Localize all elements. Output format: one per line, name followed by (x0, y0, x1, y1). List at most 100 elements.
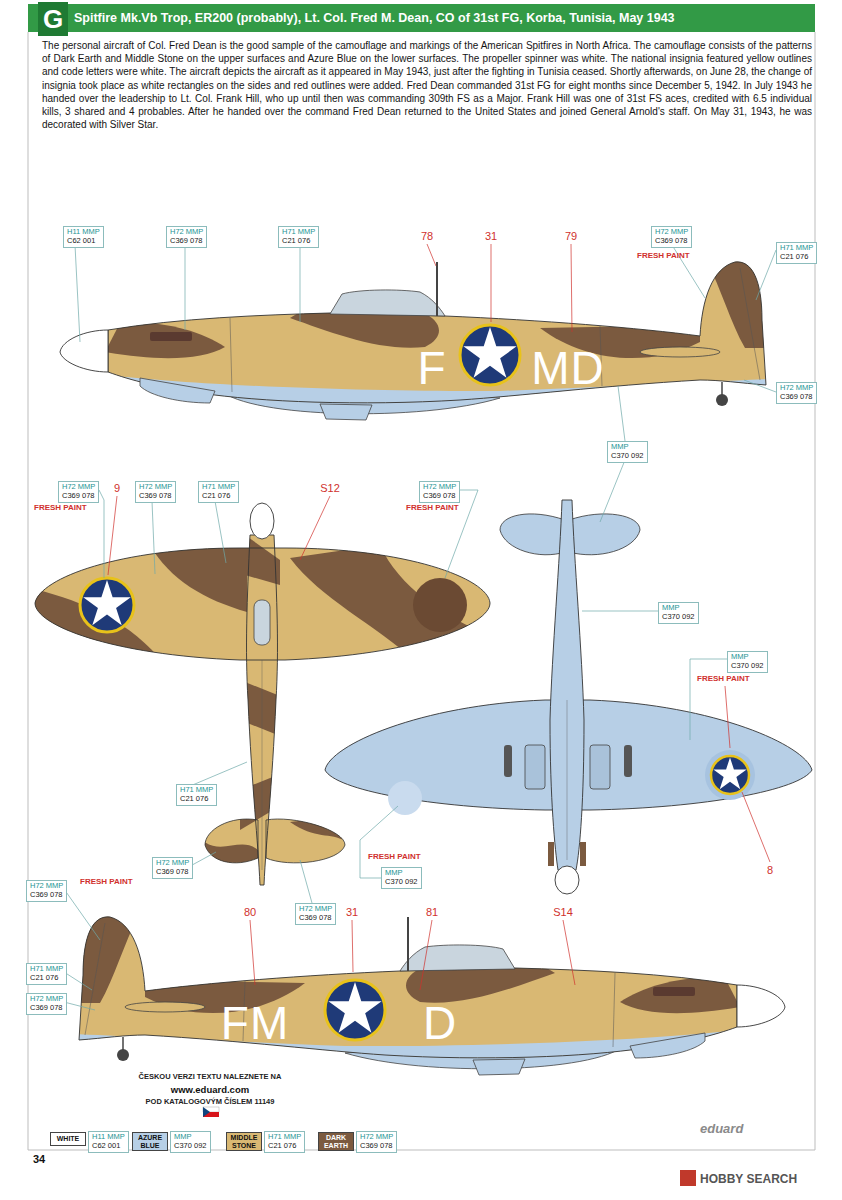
paint-code: C370 092 (611, 452, 644, 461)
paint-code: H72 MMP (655, 228, 688, 237)
paint-callout: H72 MMPC369 078 (651, 226, 692, 248)
artwork-part (388, 781, 422, 815)
paint-callout: H72 MMPC369 078 (152, 857, 193, 879)
paint-code: C369 078 (360, 1142, 393, 1151)
legend-entry: WHITE (50, 1132, 86, 1146)
artwork-part (525, 745, 545, 789)
code-letters: D (423, 996, 457, 1050)
note-text: FRESH PAINT (697, 674, 750, 683)
artwork-part (756, 250, 776, 300)
paint-code: C369 078 (423, 492, 456, 501)
color-swatch: MIDDLE STONE (226, 1132, 262, 1151)
note-text: eduard (700, 1121, 743, 1136)
note-text: FRESH PAINT (34, 503, 87, 512)
paint-code: C369 078 (170, 237, 203, 246)
note-text: www.eduard.com (171, 1084, 249, 1095)
artwork-part (690, 659, 727, 740)
artwork-part (548, 842, 554, 866)
artwork-part (150, 545, 247, 612)
paint-callout: H71 MMPC21 076 (198, 481, 239, 503)
artwork-part (725, 686, 730, 748)
paint-code: C369 078 (156, 868, 189, 877)
color-swatch: AZURE BLUE (132, 1132, 168, 1151)
color-name: WHITE (57, 1135, 80, 1143)
watermark-logo (680, 1170, 696, 1186)
paint-code: C370 092 (662, 613, 695, 622)
paint-code: MMP (731, 653, 764, 662)
note-text: POD KATALOGOVÝM ČÍSLEM 11149 (146, 1097, 275, 1106)
paint-callout: MMPC370 092 (727, 651, 768, 673)
artwork-part (30, 500, 500, 900)
paint-code: C62 001 (92, 1142, 125, 1151)
paint-callout: H72 MMPC369 078 (356, 1131, 397, 1153)
artwork-part (254, 600, 270, 645)
paint-code: H72 MMP (299, 905, 332, 914)
artwork-part (600, 460, 625, 522)
paint-code: H71 MMP (268, 1133, 301, 1142)
artwork-part (352, 920, 353, 972)
paint-code: H72 MMP (423, 483, 456, 492)
artwork-part (413, 578, 467, 632)
paint-code: H71 MMP (202, 483, 235, 492)
artwork-part (108, 496, 117, 575)
paint-code: MMP (662, 604, 695, 613)
note-text: FRESH PAINT (368, 852, 421, 861)
paint-code: H72 MMP (360, 1133, 393, 1142)
artwork-part (500, 514, 565, 555)
paint-code: H72 MMP (62, 483, 95, 492)
artwork-part (200, 838, 258, 875)
paint-callout: MMPC370 092 (170, 1131, 211, 1153)
note-text: ČESKOU VERZI TEXTU NALEZNETE NA (139, 1072, 282, 1081)
legend-entry: DARK EARTH (318, 1132, 354, 1151)
artwork-part (240, 770, 290, 830)
artwork-part (215, 501, 226, 563)
paint-code: C369 078 (780, 393, 813, 402)
artwork-part (582, 611, 658, 612)
paint-code: H71 MMP (180, 786, 213, 795)
paint-code: C369 078 (62, 492, 95, 501)
paint-code: H11 MMP (67, 228, 100, 237)
paint-code: C369 078 (655, 237, 688, 246)
artwork-part (624, 745, 632, 777)
note-text: FRESH PAINT (406, 503, 459, 512)
paint-callout: H71 MMPC21 076 (776, 242, 817, 264)
color-swatch: WHITE (50, 1132, 86, 1146)
artwork-part (571, 244, 572, 332)
callout-number: S12 (320, 482, 340, 494)
callout-leaders (108, 244, 770, 990)
plan-view (30, 500, 500, 900)
callout-number: 81 (426, 906, 438, 918)
callout-number: 9 (114, 482, 120, 494)
legend-entry: MIDDLE STONE (226, 1132, 262, 1151)
color-name: MIDDLE STONE (228, 1134, 260, 1149)
callout-number: 79 (565, 230, 577, 242)
paint-callout: MMPC370 092 (381, 867, 422, 889)
artwork-part (563, 920, 575, 985)
underside-view (325, 500, 812, 894)
artwork-part (491, 244, 492, 322)
description-text: The personal aircraft of Col. Fred Dean … (42, 39, 812, 131)
note-text: G (43, 4, 63, 35)
artwork-part (567, 700, 568, 860)
paint-callout: H72 MMPC369 078 (135, 481, 176, 503)
artwork-part (203, 1107, 210, 1117)
paint-code: MMP (611, 443, 644, 452)
paint-callout: H72 MMPC369 078 (776, 382, 817, 404)
section-letter-box (38, 2, 68, 36)
color-swatch: DARK EARTH (318, 1132, 354, 1151)
legend-entry: AZURE BLUE (132, 1132, 168, 1151)
paint-code: H72 MMP (139, 483, 172, 492)
callout-number: 8 (767, 864, 773, 876)
artwork-part (64, 1002, 95, 1010)
color-name: AZURE BLUE (134, 1134, 166, 1149)
paint-code: H11 MMP (92, 1133, 125, 1142)
note-text: HOBBY SEARCH (700, 1172, 797, 1186)
artwork-part (80, 578, 134, 632)
artwork-part (99, 490, 104, 578)
artwork-part (618, 386, 625, 441)
paint-code: C21 076 (202, 492, 235, 501)
note-text: FRESH PAINT (80, 877, 133, 886)
artwork-part (262, 660, 263, 870)
artwork-part (250, 503, 274, 539)
